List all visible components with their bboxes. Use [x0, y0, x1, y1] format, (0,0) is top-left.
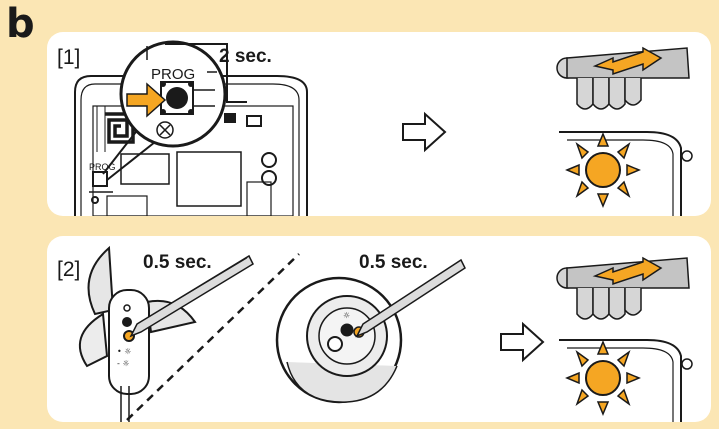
sun-icon: [559, 339, 693, 422]
arrow-right-icon: [402, 111, 447, 153]
step-1-panel: [1] 2 sec.: [47, 32, 711, 216]
pencil-icon: [355, 258, 466, 338]
step-2-panel: [2] 0.5 sec. 0.5 sec. • ☼ - ☼: [47, 236, 711, 422]
divider-line: [126, 253, 300, 421]
sun-icon: [559, 131, 693, 216]
awning-icon: [556, 256, 690, 320]
step-1-illustration: [74, 40, 693, 216]
receiver-housing: [74, 75, 308, 216]
step-1-label: [1]: [57, 46, 81, 69]
arrow-right-icon: [500, 321, 545, 363]
step-1-duration: 2 sec.: [219, 46, 272, 67]
step-2-duration-left: 0.5 sec.: [143, 252, 212, 273]
step-2-label: [2]: [57, 258, 81, 281]
pencil-icon: [129, 254, 254, 338]
prog-button-label: PROG: [151, 66, 196, 83]
round-sensor: ☼: [275, 276, 403, 404]
step-2-illustration: • ☼ - ☼ ☼: [78, 245, 693, 422]
awning-icon: [556, 46, 690, 110]
zoom-magnifier: [102, 40, 247, 181]
step-2-duration-right: 0.5 sec.: [359, 252, 428, 273]
prog-small-label: PROG: [89, 162, 116, 172]
wind-sensor: • ☼ - ☼: [78, 245, 197, 422]
svg-text:☼: ☼: [343, 311, 350, 320]
section-letter: b: [6, 1, 35, 47]
svg-text:• ☼: • ☼: [117, 347, 131, 356]
svg-text:- ☼: - ☼: [117, 359, 130, 368]
